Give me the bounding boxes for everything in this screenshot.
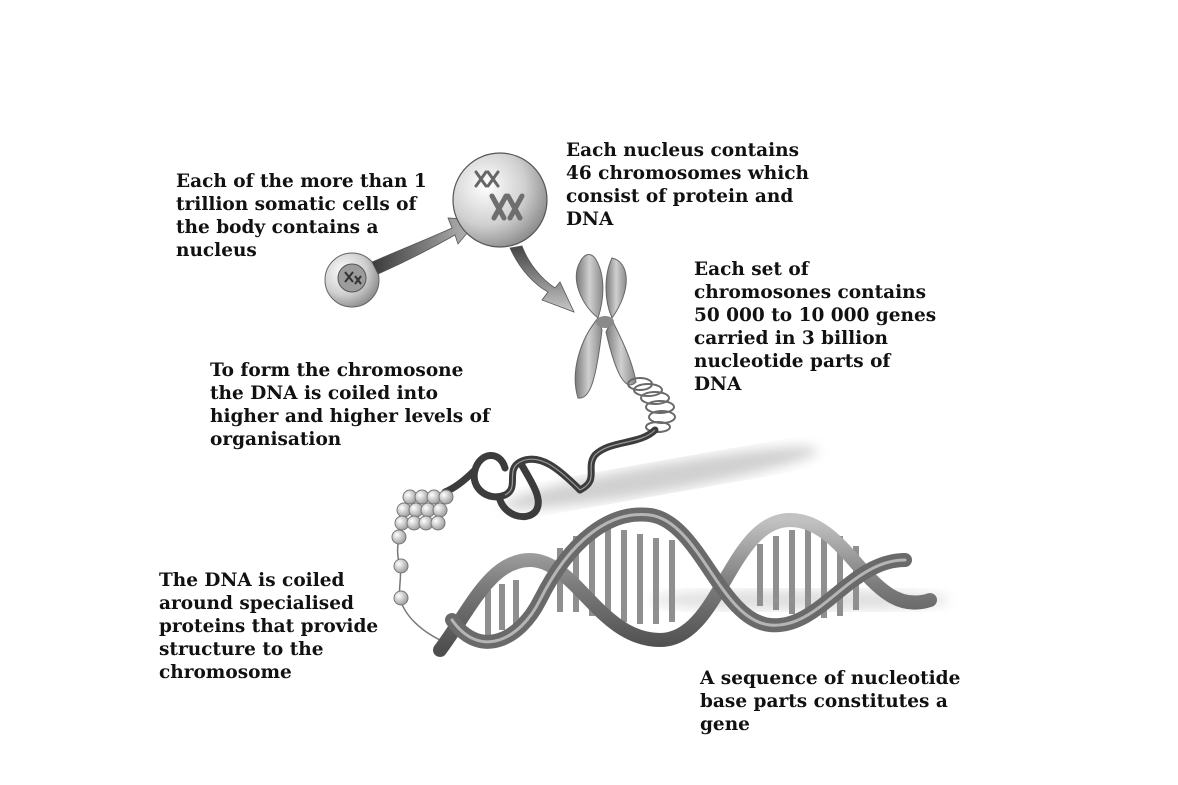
label-somatic-cells: Each of the more than 1 trillion somatic… bbox=[176, 171, 427, 261]
base-pairs bbox=[485, 528, 859, 636]
nucleus-icon bbox=[452, 152, 548, 248]
shadow bbox=[502, 446, 818, 510]
supercoil-icon bbox=[627, 377, 676, 433]
label-dna-coiling: To form the chromosone the DNA is coiled… bbox=[210, 360, 490, 450]
dna-strand bbox=[433, 512, 937, 657]
chromosome-icon bbox=[574, 254, 637, 399]
label-nucleus-chromosomes: Each nucleus contains 46 chromosomes whi… bbox=[566, 140, 809, 230]
nucleosome-bead-icon bbox=[391, 529, 407, 545]
chromatin-fiber-texture bbox=[504, 429, 656, 496]
linker-dna bbox=[396, 529, 441, 641]
small-cell-icon bbox=[324, 252, 380, 308]
dna-strand-highlight bbox=[450, 512, 907, 644]
label-chromosome-genes: Each set of chromosones contains 50 000 … bbox=[694, 259, 937, 395]
nucleosome-bead-icon bbox=[393, 590, 409, 606]
label-gene-sequence: A sequence of nucleotide base parts cons… bbox=[700, 668, 961, 735]
label-specialised-proteins: The DNA is coiled around specialised pro… bbox=[159, 570, 379, 683]
double-helix-icon bbox=[433, 507, 937, 657]
nucleosome-bead-icon bbox=[393, 558, 409, 574]
arrow-nucleus-to-chromosome bbox=[509, 245, 575, 313]
nucleosome-stack-icon bbox=[394, 489, 454, 531]
